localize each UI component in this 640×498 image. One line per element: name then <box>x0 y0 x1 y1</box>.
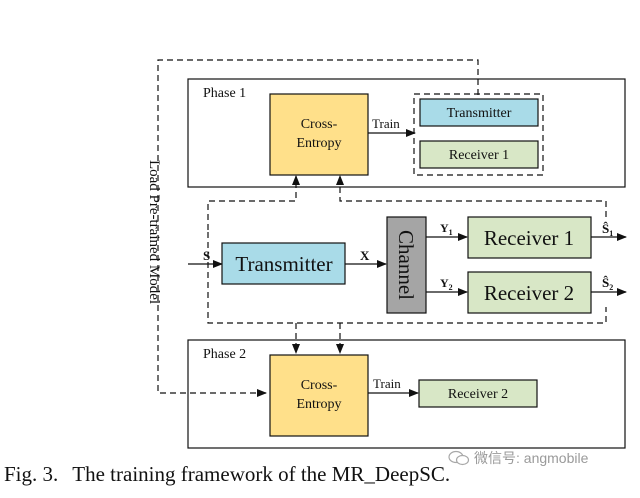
channel-label: Channel <box>394 230 418 300</box>
caption-fig-number: Fig. 3. <box>4 462 59 486</box>
phase1-cross-entropy-line1: Cross- <box>301 117 338 132</box>
caption-text: The training framework of the MR_DeepSC. <box>72 462 451 486</box>
phase1-transmitter-label: Transmitter <box>447 106 512 121</box>
y2-label: Y2 <box>440 276 453 292</box>
phase1-train-label: Train <box>372 116 400 131</box>
x-label: X <box>360 248 370 263</box>
phase1-receiver-label: Receiver 1 <box>449 148 509 163</box>
phase1-box <box>187 78 626 188</box>
y1-label: Y1 <box>440 221 453 237</box>
main-receiver2-box <box>467 271 592 314</box>
s-hat2-label: Ŝ2 <box>602 275 613 292</box>
s-hat1-label: Ŝ1 <box>602 221 613 238</box>
phase2-box <box>187 339 626 449</box>
main-transmitter-label: Transmitter <box>235 252 332 276</box>
watermark-text: 微信号: angmobile <box>474 450 589 466</box>
phase2-cross-entropy-box <box>269 354 369 437</box>
side-label-text: Load Pre-trained Model <box>146 160 162 304</box>
phase2-label: Phase 2 <box>203 347 246 362</box>
phase1-cross-entropy-line2: Entropy <box>296 136 341 151</box>
phase1-dashed-group <box>413 93 544 176</box>
feedback-transmitter-to-phase1 <box>207 175 300 230</box>
middle-dashed-enclosure <box>207 232 607 324</box>
watermark: 微信号: angmobile <box>448 448 633 474</box>
phase1-transmitter-box <box>419 98 539 127</box>
input-s-label: S <box>203 248 210 263</box>
channel-label-group: Channel <box>394 230 418 300</box>
phase2-train-label: Train <box>373 376 401 391</box>
main-receiver2-label: Receiver 2 <box>484 281 574 305</box>
wechat-icon <box>448 450 470 466</box>
phase2-cross-entropy-line1: Cross- <box>301 378 338 393</box>
feedback-receiver-to-phase1 <box>336 175 607 217</box>
main-transmitter-box <box>221 242 346 285</box>
load-pretrained-dashed-path <box>157 59 479 397</box>
phase1-label: Phase 1 <box>203 86 246 101</box>
phase1-cross-entropy-box <box>269 93 369 176</box>
main-receiver1-label: Receiver 1 <box>484 226 574 250</box>
phase2-cross-entropy-line2: Entropy <box>296 397 341 412</box>
main-receiver1-box <box>467 216 592 259</box>
figure-caption: Fig. 3. The training framework of the MR_… <box>4 462 524 488</box>
phase2-receiver-label: Receiver 2 <box>448 387 508 402</box>
channel-box <box>386 216 427 314</box>
phase2-receiver-box <box>418 379 538 408</box>
phase1-receiver-box <box>419 140 539 169</box>
load-pretrained-label: Load Pre-trained Model <box>146 160 162 304</box>
